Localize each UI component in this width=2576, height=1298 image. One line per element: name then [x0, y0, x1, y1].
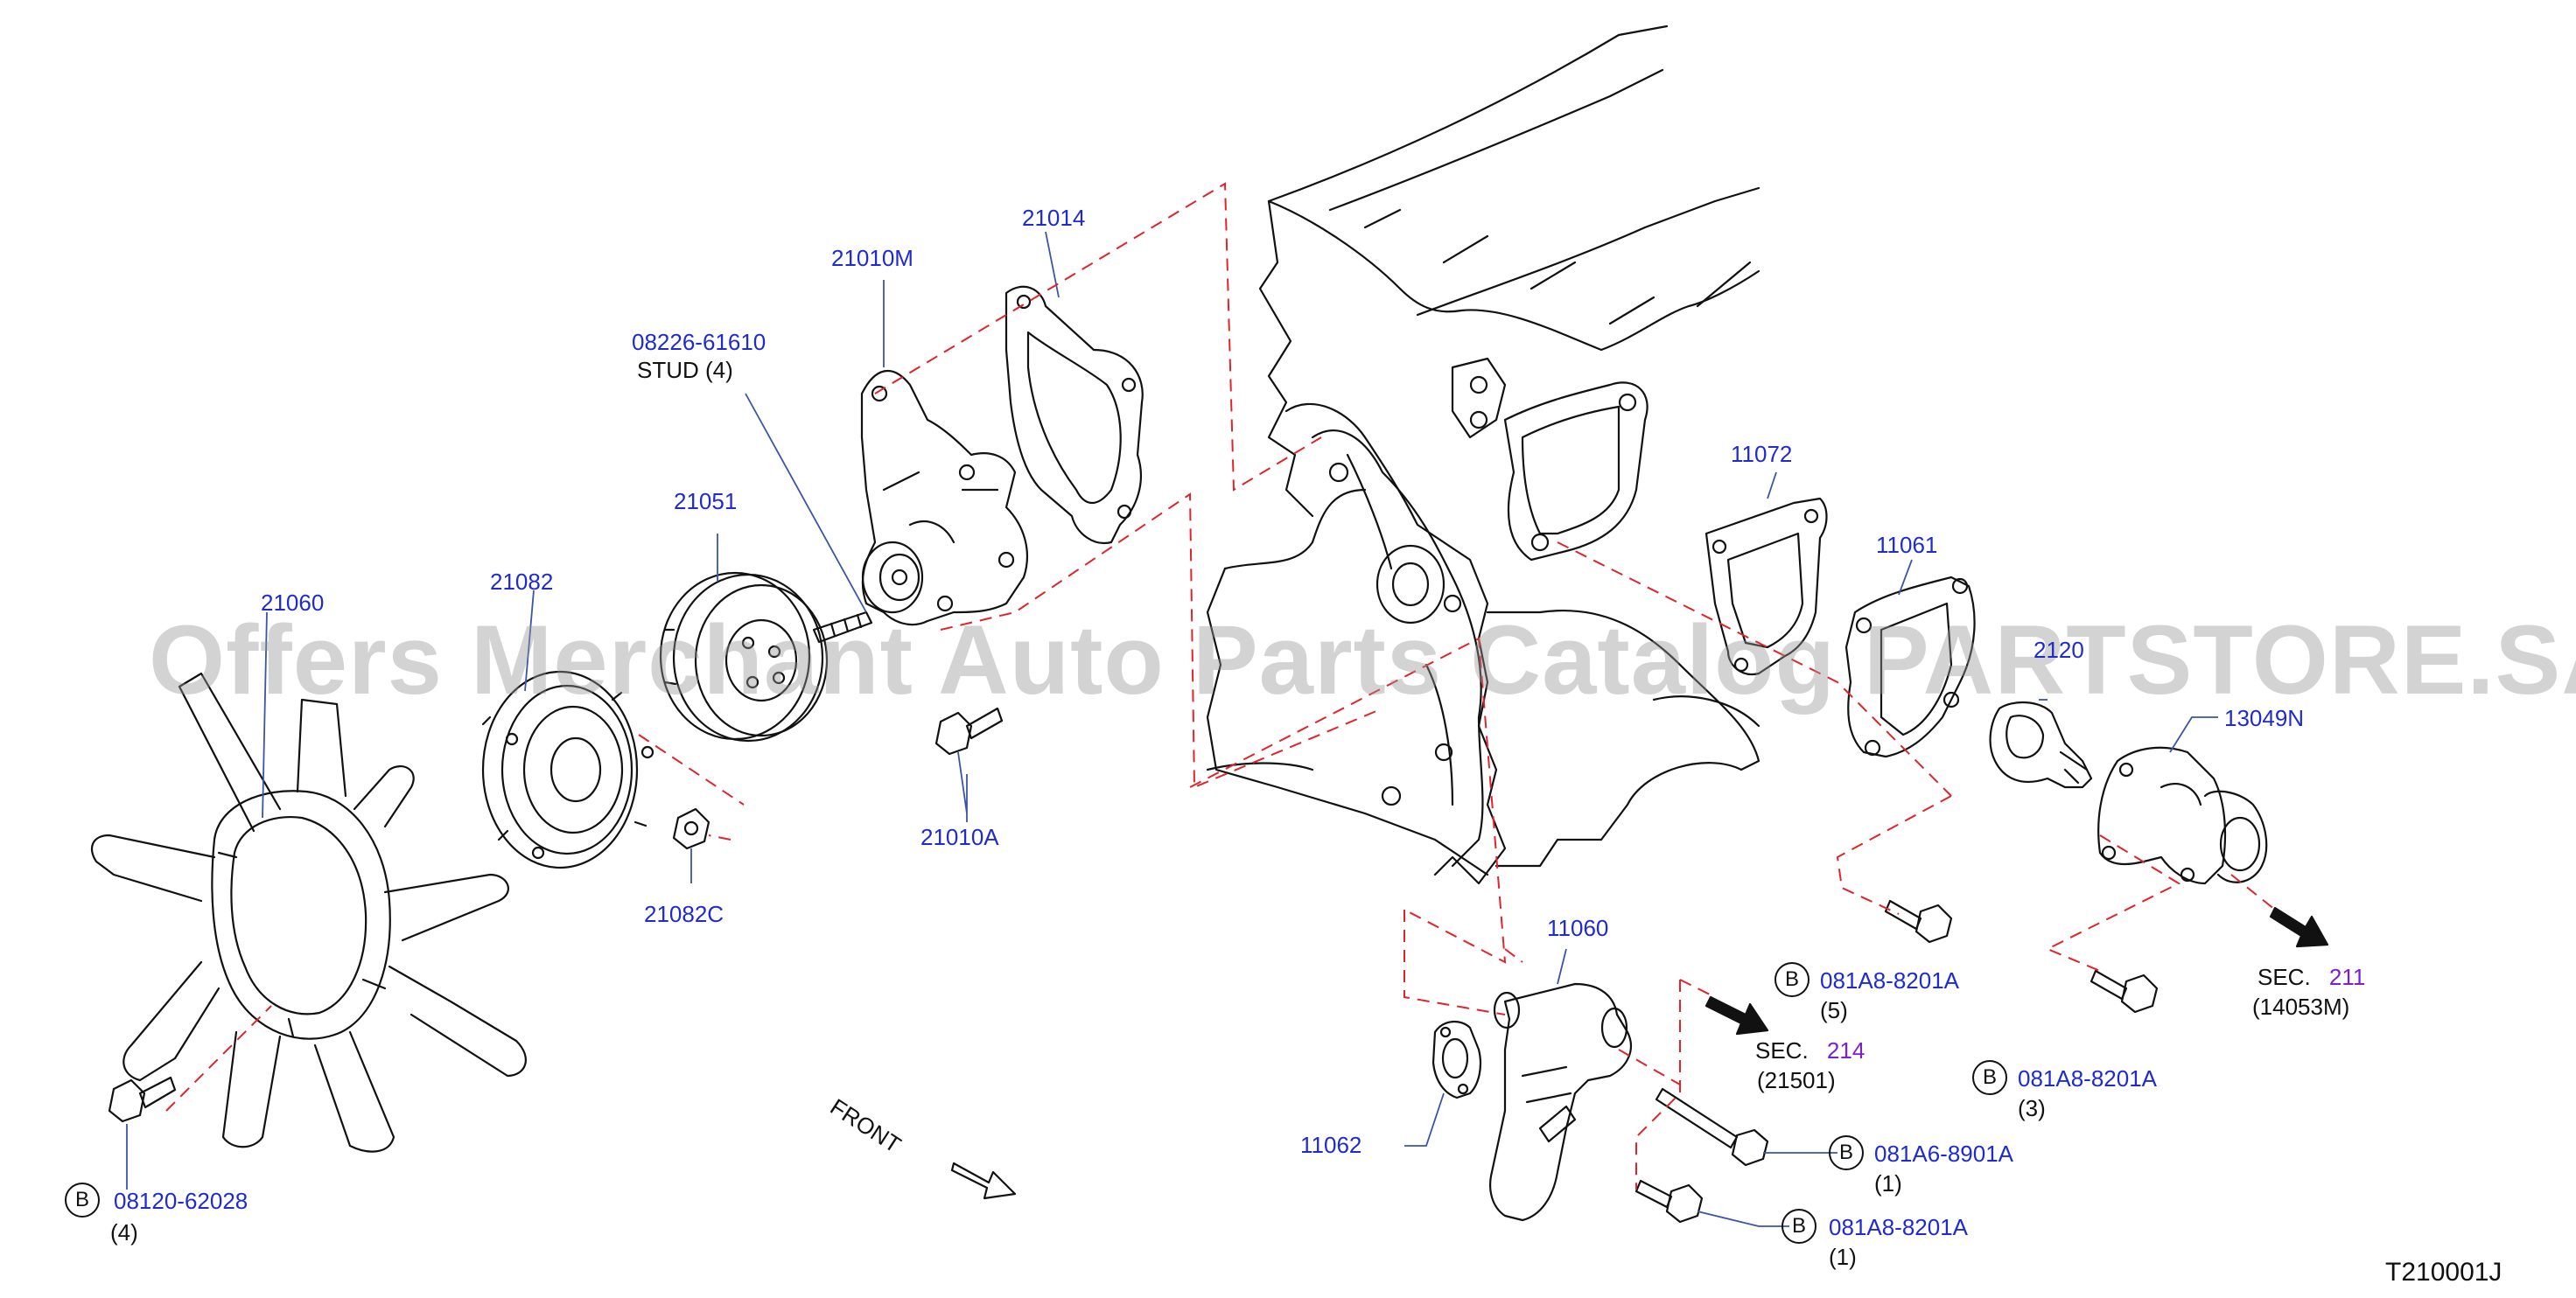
bolt-circle-b: B [1774, 962, 1810, 997]
leader-lines [126, 231, 2218, 1227]
bolt-081A6-8901A [1655, 1087, 1769, 1167]
qty-081A8-8201A-3: (3) [2018, 1095, 2046, 1121]
section-ref-21501: (21501) [1757, 1067, 1836, 1093]
section-ref-prefix: SEC. 214 [1755, 1037, 1866, 1064]
inlet-gasket [1432, 1021, 1482, 1099]
label-11062[interactable]: 11062 [1300, 1132, 1362, 1158]
section-ref-prefix: SEC. 211 [2258, 964, 2366, 990]
label-21082[interactable]: 21082 [490, 569, 554, 595]
label-stud: STUD (4) [637, 357, 733, 383]
cooling-fan [90, 672, 527, 1153]
section-arrows [1704, 906, 2329, 1036]
water-inlet [1489, 982, 1632, 1222]
front-arrow [950, 1162, 1017, 1200]
bolt-circle-b: B [65, 1183, 100, 1218]
bolt-circle-b: B [1829, 1135, 1864, 1170]
section-ref-214[interactable]: 214 [1826, 1037, 1866, 1064]
bolt-circle-b: B [1782, 1209, 1816, 1244]
bolt-21010A [934, 707, 1004, 756]
bolt-08120-62028 [108, 1076, 177, 1123]
label-081A8-8201A-5[interactable]: 081A8-8201A [1820, 967, 1960, 994]
section-ref-211[interactable]: 211 [2328, 964, 2366, 990]
watermark: Offers Merchant Auto Parts Catalog PARTS… [149, 605, 2576, 715]
label-081A8-8201A-1[interactable]: 081A8-8201A [1829, 1214, 1969, 1240]
section-ref-14053M: (14053M) [2252, 994, 2350, 1020]
label-11060[interactable]: 11060 [1547, 915, 1609, 941]
thermostat [1989, 701, 2093, 789]
label-11072[interactable]: 11072 [1731, 441, 1793, 467]
qty-081A8-8201A-1: (1) [1829, 1244, 1857, 1270]
label-08226-61610[interactable]: 08226-61610 [632, 329, 766, 355]
bolt-circle-b: B [1972, 1060, 2007, 1095]
qty-08120-62028: (4) [110, 1219, 138, 1246]
label-08120-62028[interactable]: 08120-62028 [114, 1188, 248, 1214]
label-21010A[interactable]: 21010A [920, 824, 999, 850]
label-21010M[interactable]: 21010M [831, 245, 914, 271]
label-21060[interactable]: 21060 [261, 590, 325, 616]
thermostat-housing [2097, 746, 2268, 885]
pulley [659, 571, 829, 743]
label-21014[interactable]: 21014 [1022, 205, 1086, 231]
fan-clutch [481, 670, 654, 869]
qty-081A8-8201A-5: (5) [1820, 997, 1848, 1023]
bolt-081A8-8201A-5 [1884, 899, 1953, 944]
label-21082C[interactable]: 21082C [644, 901, 724, 927]
outlet-gasket [1704, 497, 1828, 676]
qty-081A6-8901A: (1) [1874, 1170, 1902, 1197]
label-081A6-8901A[interactable]: 081A6-8901A [1874, 1141, 2014, 1167]
alignment-guides [165, 182, 2276, 1190]
diagram-code: T210001J [2385, 1258, 2502, 1287]
label-2120[interactable]: 2120 [2034, 637, 2084, 663]
water-pump-gasket [1004, 285, 1144, 545]
water-outlet [1844, 576, 1976, 758]
bolt-081A8-8201A-1 [1634, 1179, 1704, 1224]
stud [812, 611, 873, 644]
label-21051[interactable]: 21051 [674, 488, 738, 514]
nut-21082C [672, 807, 710, 850]
label-081A8-8201A-3[interactable]: 081A8-8201A [2018, 1065, 2158, 1092]
label-13049N[interactable]: 13049N [2224, 705, 2305, 731]
water-pump [860, 369, 1028, 626]
bolt-081A8-8201A-3 [2090, 969, 2159, 1014]
label-11061[interactable]: 11061 [1876, 532, 1938, 558]
engine-block [1206, 24, 1760, 885]
